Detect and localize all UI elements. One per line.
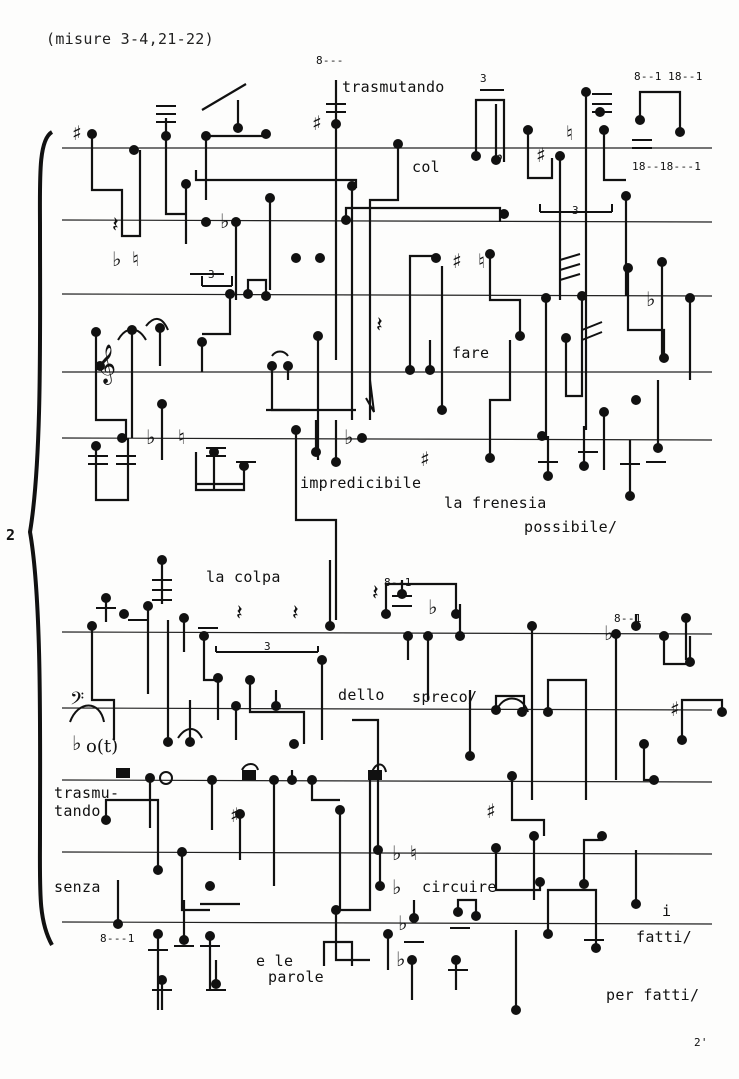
parenthesised-note: o(t) bbox=[86, 736, 118, 757]
lyric-tando: tando bbox=[54, 802, 101, 820]
octave-mark: 8--1 bbox=[384, 576, 412, 589]
svg-text:𝄽: 𝄽 bbox=[292, 601, 299, 626]
lyric-fatti: fatti/ bbox=[636, 928, 692, 946]
svg-text:♭: ♭ bbox=[220, 209, 229, 233]
svg-text:♭: ♭ bbox=[392, 875, 401, 899]
treble-clef: 𝄞 bbox=[96, 344, 116, 385]
rest-glyphs: 𝄽 𝄽 𝄽 𝄽 𝄽 bbox=[112, 213, 383, 626]
svg-text:𝄽: 𝄽 bbox=[112, 213, 119, 238]
staff-lines-upper bbox=[61, 147, 713, 441]
octave-mark: 8--1 bbox=[634, 70, 662, 83]
svg-text:♭: ♭ bbox=[72, 731, 81, 755]
svg-text:♭: ♭ bbox=[428, 595, 437, 619]
svg-text:♭: ♭ bbox=[398, 911, 407, 935]
octave-mark: 18--1 bbox=[668, 70, 703, 83]
lyric-i: i bbox=[662, 902, 672, 920]
svg-text:♮: ♮ bbox=[410, 841, 417, 865]
svg-text:𝄽: 𝄽 bbox=[376, 313, 383, 338]
lyric-circuire: circuire bbox=[422, 878, 497, 896]
lyric-per-fatti: per fatti/ bbox=[606, 986, 700, 1004]
lyric-trasmu: trasmu- bbox=[54, 784, 120, 802]
header-measures: (misure 3-4,21-22) bbox=[46, 30, 214, 48]
lyric-la-colpa: la colpa bbox=[206, 568, 281, 586]
svg-text:♭: ♭ bbox=[396, 947, 405, 971]
octave-mark: 8--1 bbox=[614, 612, 642, 625]
svg-text:♯: ♯ bbox=[536, 143, 546, 167]
svg-text:♮: ♮ bbox=[178, 425, 185, 449]
svg-text:♯: ♯ bbox=[452, 249, 462, 273]
svg-text:♮: ♮ bbox=[566, 121, 573, 145]
accidentals: ♯ ♯ ♯ ♭ ♮ ♮ ♭ ♭ ♯ ♮ ♭ ♭ ♮ ♭ ♯ ♭ ♭ ♯ ♯ ♯ ♭ ♮ ♭ ♭ ♭ ♭ bbox=[72, 111, 680, 971]
lyric-e-le: e le bbox=[256, 952, 294, 970]
system-brace bbox=[27, 130, 54, 946]
svg-text:♯: ♯ bbox=[312, 111, 322, 135]
lyric-possibile: possibile/ bbox=[524, 518, 618, 536]
svg-text:♭: ♭ bbox=[146, 425, 155, 449]
upper-noteheads bbox=[87, 87, 695, 501]
svg-text:♭: ♭ bbox=[494, 143, 503, 167]
page-mark: 2' bbox=[694, 1036, 708, 1049]
system-number: 2 bbox=[6, 526, 16, 544]
special-symbols bbox=[69, 89, 613, 773]
svg-text:♭: ♭ bbox=[604, 621, 613, 645]
lyric-la-frenesia: la frenesia bbox=[444, 494, 547, 512]
svg-text:♮: ♮ bbox=[132, 247, 139, 271]
svg-text:♯: ♯ bbox=[420, 447, 430, 471]
svg-text:♯: ♯ bbox=[72, 121, 82, 145]
svg-text:♭: ♭ bbox=[112, 247, 121, 271]
svg-text:𝄽: 𝄽 bbox=[372, 581, 379, 606]
lyric-fare: fare bbox=[452, 344, 490, 362]
rests-and-boxes bbox=[116, 768, 382, 785]
stems-and-beams bbox=[90, 80, 724, 1010]
svg-text:♭: ♭ bbox=[344, 425, 353, 449]
svg-text:♮: ♮ bbox=[478, 249, 485, 273]
svg-text:♭: ♭ bbox=[646, 287, 655, 311]
svg-text:♯: ♯ bbox=[230, 803, 240, 827]
bass-clef-fragment: 𝄢 bbox=[70, 689, 84, 714]
octave-mark: 18--18---1 bbox=[632, 160, 702, 173]
svg-text:𝄽: 𝄽 bbox=[236, 601, 243, 626]
svg-text:♯: ♯ bbox=[486, 799, 496, 823]
ledger-lines bbox=[88, 93, 666, 991]
octave-mark: 8---1 bbox=[100, 932, 135, 945]
tuplet-mark: 3 bbox=[480, 72, 487, 85]
tuplet-mark: 3 bbox=[264, 640, 271, 653]
tuplet-mark: 3 bbox=[572, 204, 579, 217]
lyric-dello: dello bbox=[338, 686, 385, 704]
lyric-spreco: spreco/ bbox=[412, 688, 478, 706]
lyric-impredicibile: impredicibile bbox=[300, 474, 422, 492]
lyric-col: col bbox=[412, 158, 440, 176]
lyric-trasmutando: trasmutando bbox=[342, 78, 445, 96]
octave-mark: 8--- bbox=[316, 54, 344, 67]
svg-text:♭: ♭ bbox=[392, 841, 401, 865]
tuplet-mark: 3 bbox=[208, 268, 215, 281]
svg-text:♯: ♯ bbox=[670, 697, 680, 721]
lyric-senza: senza bbox=[54, 878, 101, 896]
staff-lines-lower bbox=[61, 631, 713, 925]
lyric-parole: parole bbox=[268, 968, 324, 986]
